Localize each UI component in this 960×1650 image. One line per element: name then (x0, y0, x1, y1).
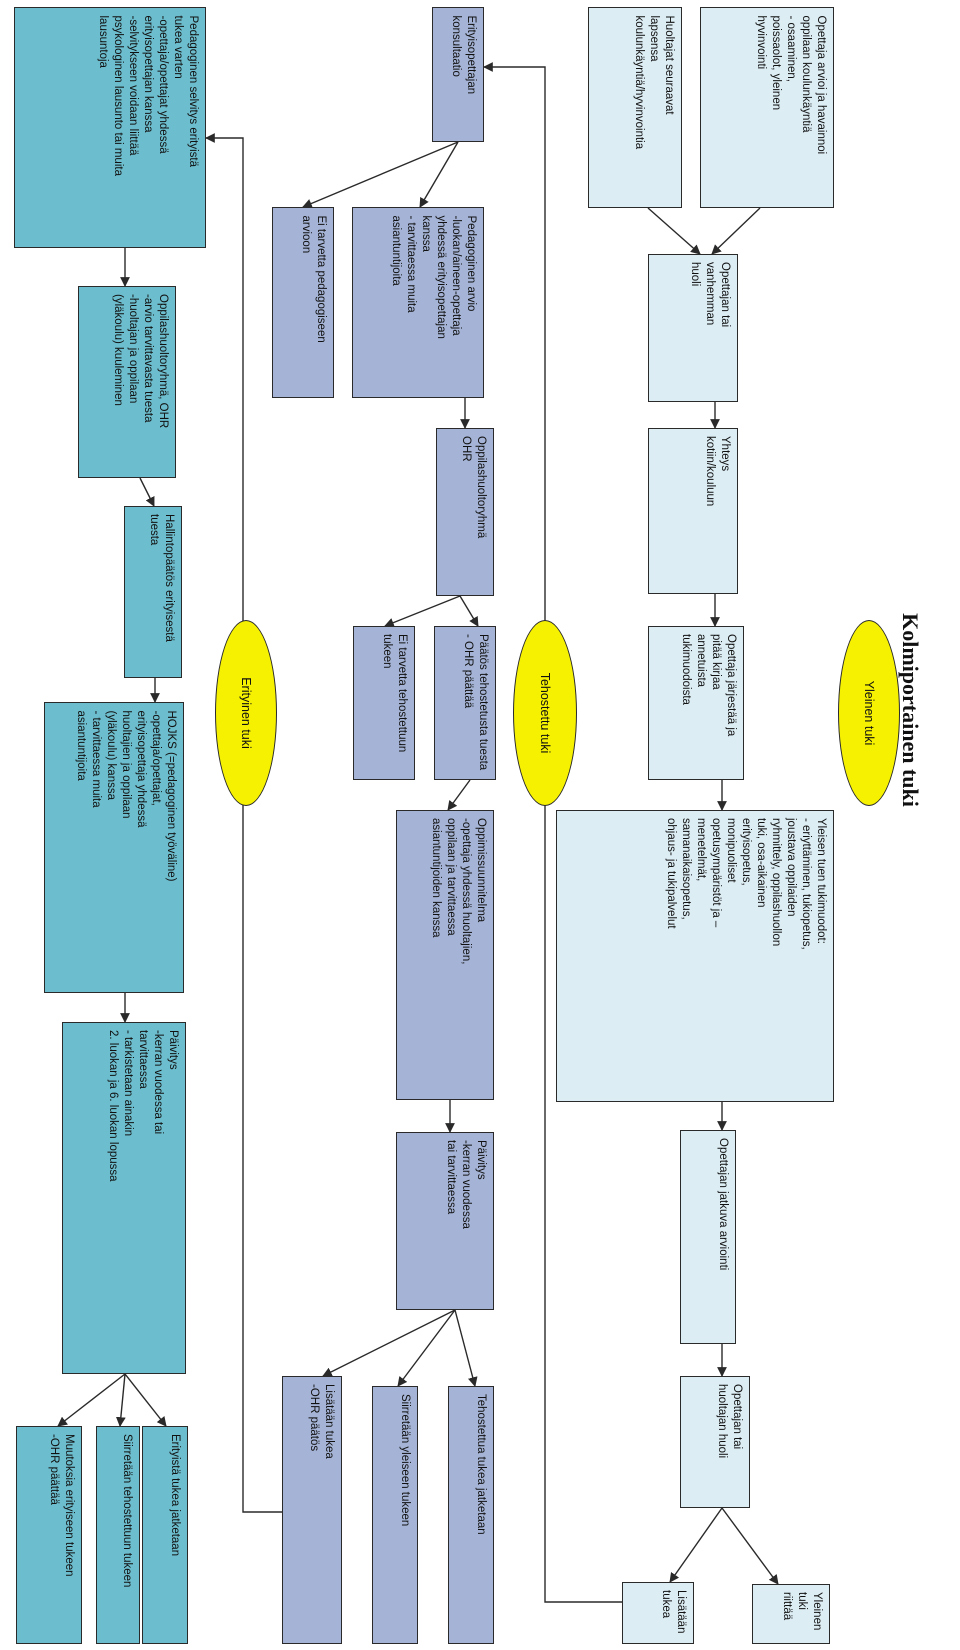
box-hojks-text: HOJKS (=pedagoginen työväline) -opettaja… (75, 710, 177, 882)
box-konsultaatio: Erityisopettajan konsultaatio (432, 7, 484, 142)
box-paivitys-tehostettu: Päivitys -kerran vuodessa tai tarvittaes… (396, 1132, 494, 1310)
box-pedagoginen-arvio-text: Pedagoginen arvio -luokan/aineen-opettaj… (390, 215, 477, 339)
box-paivitys-erityinen-text: Päivitys -kerran vuodessa tai tarvittaes… (107, 1030, 179, 1182)
box-erityista-jatketaan: Erityistä tukea jatketaan (142, 1426, 188, 1644)
box-ei-tarvetta-tehostettuun: Ei tarvetta tehostettuun tukeen (353, 626, 415, 780)
box-ei-tarvetta-tehostettuun-text: Ei tarvetta tehostettuun tukeen (381, 634, 408, 753)
box-lisataan-tukea-yleinen: Lisätään tukea (622, 1582, 694, 1644)
box-hallintopaatos-text: Hallintopäätös erityisestä tuesta (148, 514, 175, 642)
level-label-erityinen: Erityinen tuki (239, 677, 253, 749)
box-lisataan-tukea-yleinen-text: Lisätään tukea (660, 1590, 687, 1634)
box-huoli: Opettajan tai vanhemman huoli (648, 254, 738, 402)
level-label-yleinen: Yleinen tuki (862, 680, 876, 746)
box-muutoksia-erityiseen-text: Muutoksia erityiseen tukeen -OHR päättää (48, 1434, 75, 1577)
box-tehostettua-jatketaan: Tehostettua tukea jatketaan (448, 1386, 494, 1644)
box-muutoksia-erityiseen: Muutoksia erityiseen tukeen -OHR päättää (16, 1426, 82, 1644)
box-yhteys: Yhteys kotiin/kouluun (648, 428, 738, 594)
box-siirretaan-tehostettuun: Siirretään tehostettuun tukeen (96, 1426, 140, 1644)
box-lisataan-tukea-ohr: Lisätään tukea -OHR päätös (282, 1376, 342, 1644)
box-hojks: HOJKS (=pedagoginen työväline) -opettaja… (44, 702, 184, 993)
box-pedagoginen-selvitys-text: Pedagoginen selvitys erityistä tukea var… (97, 15, 199, 176)
box-kirjaa-text: Opettaja järjestää ja pitää kirjaa annet… (680, 634, 737, 737)
box-ei-tarvetta-arvioon: Ei tarvetta pedagogiseen arvioon (272, 207, 334, 398)
box-opettaja-arvioi-text: Opettaja arvioi ja havainnoi oppilaan ko… (755, 15, 827, 154)
box-paatos-tehostettu-text: Päätös tehostetusta tuesta - OHR päättää (462, 634, 489, 771)
box-oppimissuunnitelma: Oppimissuunnitelma -opettaja yhdessä huo… (396, 810, 494, 1100)
box-siirretaan-yleiseen: Siirretään yleiseen tukeen (372, 1386, 418, 1644)
box-paatos-tehostettu: Päätös tehostetusta tuesta - OHR päättää (434, 626, 496, 780)
box-tukimuodot: Yleisen tuen tukimuodot: - eriyttäminen,… (556, 810, 834, 1102)
box-ohr-erityinen: Oppilashuoltoryhmä, OHR -arvio tarvittav… (78, 286, 176, 478)
box-jatkuva-arviointi: Opettajan jatkuva arviointi (680, 1130, 736, 1344)
box-huoli-text: Opettajan tai vanhemman huoli (689, 262, 731, 328)
box-oppimissuunnitelma-text: Oppimissuunnitelma -opettaja yhdessä huo… (430, 818, 487, 965)
level-oval-erityinen: Erityinen tuki (215, 620, 277, 806)
box-tukimuodot-text: Yleisen tuen tukimuodot: - eriyttäminen,… (665, 818, 827, 950)
box-huoltajan-huoli-text: Opettajan tai huoltajan huoli (716, 1384, 743, 1459)
level-oval-yleinen: Yleinen tuki (838, 620, 900, 806)
diagram-title: Kolmiportainen tuki (898, 613, 923, 807)
box-huoltajat-seuraavat-text: Huoltajat seuraavat lapsensa koulunkäynt… (633, 15, 675, 149)
box-siirretaan-tehostettuun-text: Siirretään tehostettuun tukeen (121, 1434, 133, 1588)
box-pedagoginen-selvitys: Pedagoginen selvitys erityistä tukea var… (14, 7, 206, 248)
box-yleinen-riittaa: Yleinen tuki riittää (752, 1584, 830, 1644)
box-ohr-tehostettu-text: Oppilashuoltoryhmä OHR (460, 436, 487, 539)
level-label-tehostettu: Tehostettu tuki (538, 672, 552, 754)
box-erityista-jatketaan-text: Erityistä tukea jatketaan (169, 1434, 181, 1557)
box-kirjaa: Opettaja järjestää ja pitää kirjaa annet… (648, 626, 744, 780)
box-tehostettua-jatketaan-text: Tehostettua tukea jatketaan (475, 1394, 487, 1535)
box-siirretaan-yleiseen-text: Siirretään yleiseen tukeen (399, 1394, 411, 1527)
box-ei-tarvetta-arvioon-text: Ei tarvetta pedagogiseen arvioon (300, 215, 327, 343)
box-konsultaatio-text: Erityisopettajan konsultaatio (450, 15, 477, 94)
box-lisataan-tukea-ohr-text: Lisätään tukea -OHR päätös (308, 1384, 335, 1459)
box-huoltajan-huoli: Opettajan tai huoltajan huoli (680, 1376, 750, 1508)
box-yleinen-riittaa-text: Yleinen tuki riittää (781, 1592, 823, 1631)
box-huoltajat-seuraavat: Huoltajat seuraavat lapsensa koulunkäynt… (588, 7, 682, 208)
box-ohr-tehostettu: Oppilashuoltoryhmä OHR (436, 428, 494, 596)
box-jatkuva-arviointi-text: Opettajan jatkuva arviointi (717, 1138, 729, 1271)
box-ohr-erityinen-text: Oppilashuoltoryhmä, OHR -arvio tarvittav… (112, 294, 169, 429)
box-hallintopaatos: Hallintopäätös erityisestä tuesta (124, 506, 182, 678)
box-opettaja-arvioi: Opettaja arvioi ja havainnoi oppilaan ko… (700, 7, 834, 208)
level-oval-tehostettu: Tehostettu tuki (513, 620, 577, 806)
box-paivitys-tehostettu-text: Päivitys -kerran vuodessa tai tarvittaes… (445, 1140, 487, 1229)
box-paivitys-erityinen: Päivitys -kerran vuodessa tai tarvittaes… (62, 1022, 186, 1374)
box-pedagoginen-arvio: Pedagoginen arvio -luokan/aineen-opettaj… (352, 207, 484, 398)
box-yhteys-text: Yhteys kotiin/kouluun (704, 436, 731, 507)
